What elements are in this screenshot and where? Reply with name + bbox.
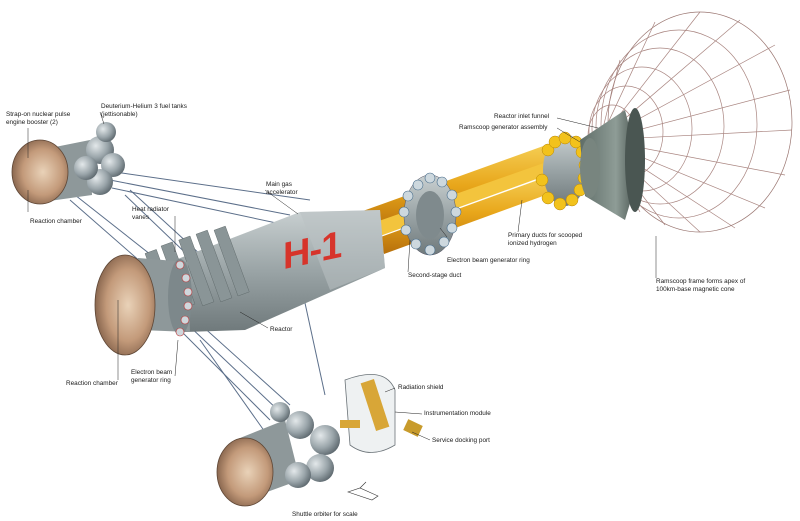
left-reaction-chamber	[94, 254, 193, 356]
label-instrumentation-module: Instrumentation module	[424, 410, 491, 417]
bottom-booster	[216, 402, 340, 507]
instrumentation-cutaway	[340, 373, 423, 453]
reactor-inlet-funnel-shape	[580, 108, 645, 220]
top-booster	[11, 122, 125, 205]
label-reactor: Reactor	[270, 326, 293, 333]
ramscoop-generator-ring	[535, 131, 592, 211]
label-reaction-chamber-left: Reaction chamber	[66, 380, 118, 387]
label-service-docking-port: Service docking port	[432, 437, 490, 444]
label-shuttle-orbiter: Shuttle orbiter for scale	[292, 511, 358, 518]
shuttle-orbiter-shape	[347, 481, 379, 501]
label-reactor-inlet-funnel: Reactor inlet funnel	[494, 113, 550, 120]
label-reaction-chamber-top: Reaction chamber	[30, 218, 82, 225]
label-ramscoop-generator: Ramscoop generator assembly	[459, 124, 548, 131]
label-second-stage-duct: Second-stage duct	[408, 272, 462, 279]
label-electron-beam-ring-top: Electron beam generator ring	[447, 257, 530, 264]
leader-lines	[27, 111, 657, 441]
electron-beam-ring-shape	[398, 172, 462, 256]
label-radiation-shield: Radiation shield	[398, 384, 444, 391]
label-fuel-tanks: Deuterium-Helium 3 fuel tanks(jettisonab…	[101, 103, 187, 118]
